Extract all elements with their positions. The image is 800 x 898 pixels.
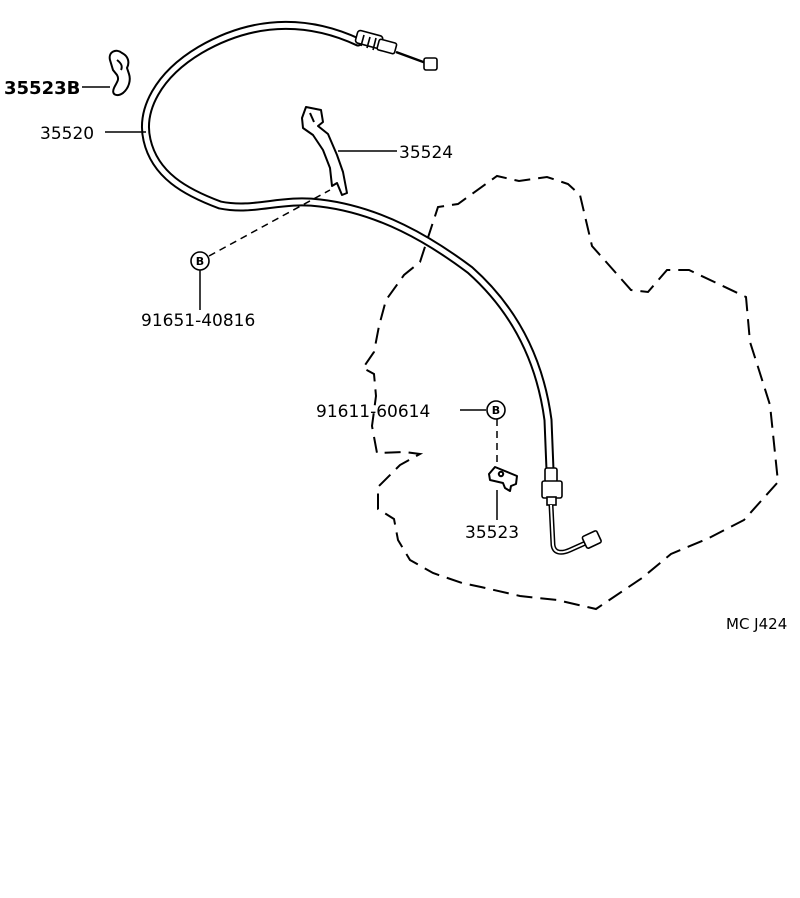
clip-35523-shape	[488, 466, 518, 492]
bolt-symbol-lower-text: B	[492, 404, 500, 417]
clip-35523b-shape	[108, 49, 131, 97]
bolt-symbol-upper-text: B	[196, 255, 204, 268]
label-91651-40816: 91651-40816	[141, 311, 255, 331]
bolt-symbol-upper: B	[190, 251, 210, 271]
transmission-outline	[361, 174, 780, 611]
bolt-symbol-lower: B	[486, 400, 506, 420]
label-35520: 35520	[40, 124, 94, 144]
cable-end-upper	[354, 29, 438, 71]
label-35523: 35523	[465, 523, 519, 543]
figure-code: MC J424	[726, 615, 787, 633]
label-35524: 35524	[399, 143, 453, 163]
install-line-upper	[208, 189, 331, 257]
label-91611-60614: 91611-60614	[316, 402, 430, 422]
label-35523b: 35523B	[4, 78, 80, 99]
cable-end-lower	[541, 467, 602, 555]
bracket-35524-shape	[301, 106, 348, 196]
cable-inner	[143, 22, 553, 473]
